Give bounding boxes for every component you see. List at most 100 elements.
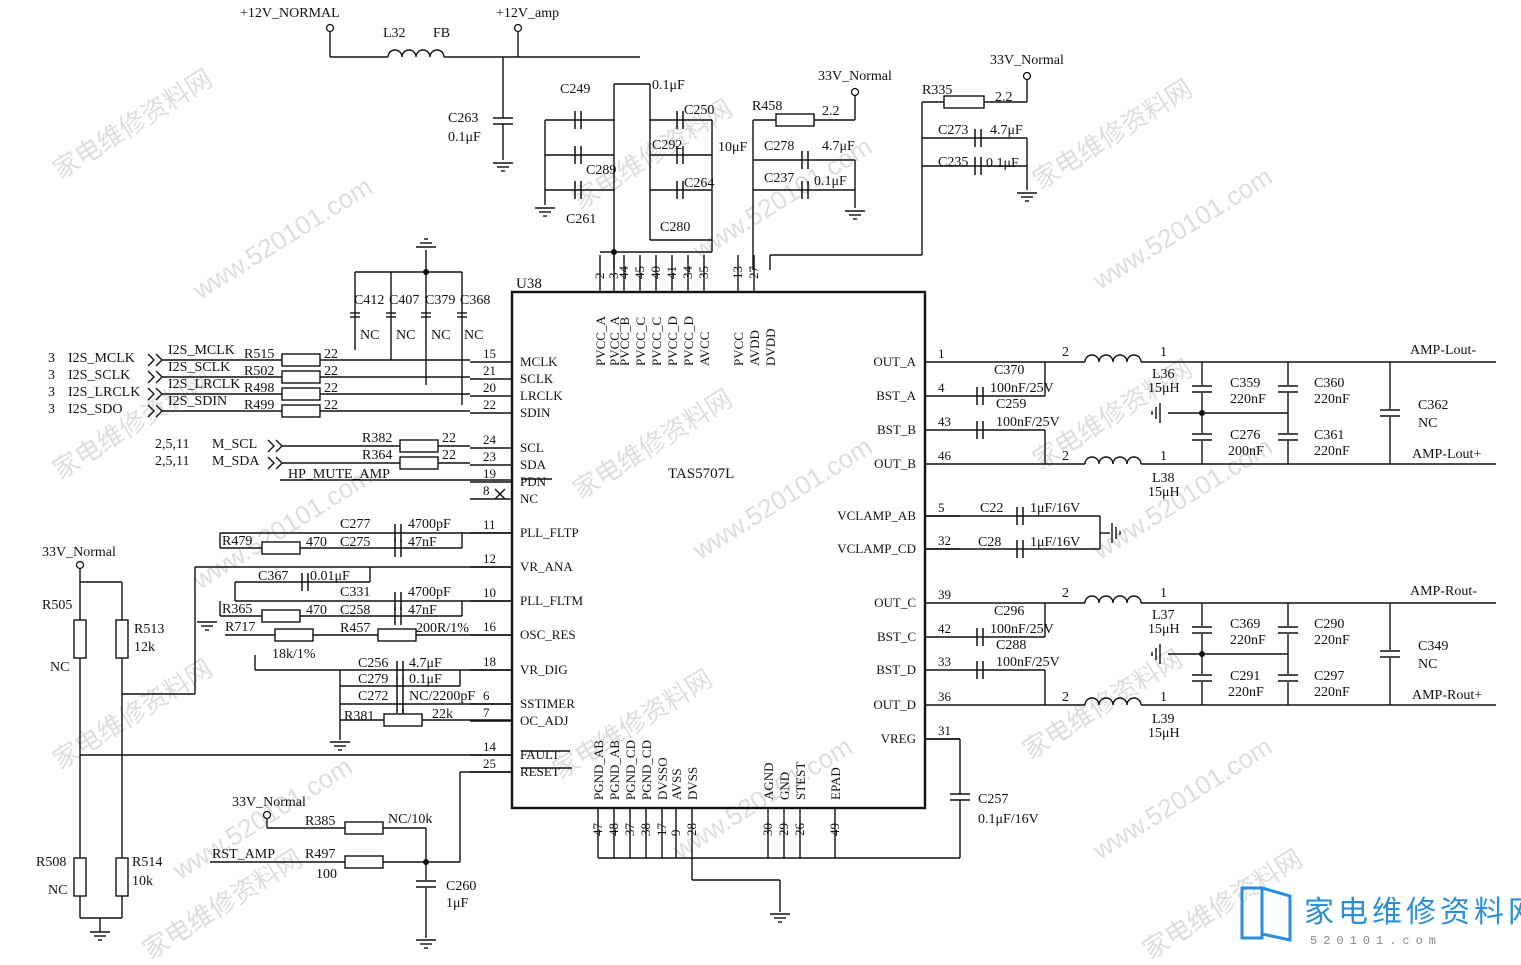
inductor-pin: 2 <box>1062 449 1069 464</box>
svg-text:4.7μF: 4.7μF <box>990 123 1023 138</box>
net-label: I2S_LRCLK <box>168 377 240 392</box>
svg-text:R479: R479 <box>222 534 252 549</box>
pin-name: OUT_A <box>873 354 916 369</box>
net-label: AMP-Rout+ <box>1412 688 1482 703</box>
pin-name: GND <box>777 772 792 800</box>
sheet-ref: 3 <box>48 385 55 400</box>
inductor-pin: 1 <box>1160 449 1167 464</box>
cap-value: 100nF/25V <box>990 622 1054 637</box>
pin-name: LRCLK <box>520 388 563 403</box>
pin-name: PVCC <box>731 332 746 366</box>
svg-text:家电维修资料网: 家电维修资料网 <box>47 63 217 185</box>
svg-text:C256: C256 <box>358 656 388 671</box>
cap-ref: C369 <box>1230 617 1260 632</box>
svg-text:家电维修资料网: 家电维修资料网 <box>1027 73 1197 195</box>
pin-number: 14 <box>483 739 497 754</box>
svg-text:10k: 10k <box>132 874 153 889</box>
svg-text:200R/1%: 200R/1% <box>416 621 469 636</box>
net-label: M_SDA <box>212 454 260 469</box>
svg-text:C277: C277 <box>340 517 370 532</box>
svg-text:C258: C258 <box>340 603 370 618</box>
site-logo: 家电维修资料网 520101.com <box>1240 886 1521 948</box>
pin-name: STEST <box>793 762 808 800</box>
svg-text:C235: C235 <box>938 155 968 170</box>
net-label: I2S_MCLK <box>68 351 135 366</box>
pin-name: VCLAMP_AB <box>837 508 916 523</box>
resistor-value: 22 <box>442 448 456 463</box>
pin-number: 48 <box>606 823 621 836</box>
pin-number: 43 <box>938 414 951 429</box>
svg-text:C278: C278 <box>764 139 794 154</box>
svg-text:C289: C289 <box>586 163 616 178</box>
resistor-value: 22 <box>324 381 338 396</box>
svg-text:R385: R385 <box>305 814 335 829</box>
sheet-ref: 3 <box>48 351 55 366</box>
inductor-value: 15μH <box>1148 381 1180 396</box>
pin-name: OC_ADJ <box>520 713 568 728</box>
svg-text:0.1μF/16V: 0.1μF/16V <box>978 812 1039 827</box>
chip-right-pins: 1OUT_A4BST_A43BST_B46OUT_B5VCLAMP_AB32VC… <box>837 346 960 746</box>
pin-name: OUT_C <box>874 595 916 610</box>
cap-value: 100nF/25V <box>996 415 1060 430</box>
svg-text:0.1μF: 0.1μF <box>409 672 442 687</box>
svg-text:C249: C249 <box>560 82 590 97</box>
svg-text:0.01μF: 0.01μF <box>310 569 350 584</box>
svg-text:C237: C237 <box>764 171 794 186</box>
svg-text:R365: R365 <box>222 602 252 617</box>
pin-name: PVCC_C <box>649 317 664 366</box>
chip-body <box>510 290 927 810</box>
pin-number: 17 <box>654 823 669 837</box>
pin-name: VCLAMP_CD <box>837 541 916 556</box>
cap-value: 200nF <box>1228 444 1264 459</box>
inductor-pin: 2 <box>1062 345 1069 360</box>
svg-text:C368: C368 <box>460 293 490 308</box>
cap-ref: C359 <box>1230 376 1260 391</box>
fault-divider: 33V_Normal R505 NC R508 NC R513 12k R514… <box>36 545 512 941</box>
pin-number: 24 <box>483 432 497 447</box>
net-label: I2S_SCLK <box>68 368 130 383</box>
pin-name: SDIN <box>520 405 551 420</box>
svg-text:R717: R717 <box>225 620 255 635</box>
cap-ref: C259 <box>996 397 1026 412</box>
svg-text:C331: C331 <box>340 585 370 600</box>
svg-text:2.2: 2.2 <box>995 90 1013 105</box>
pin-name: PVCC_B <box>617 317 632 366</box>
pin-number: 20 <box>483 380 496 395</box>
chip-part: TAS5707L <box>668 466 734 482</box>
resistor-value: 22 <box>324 398 338 413</box>
pin-name: BST_D <box>876 662 916 677</box>
pin-number: 1 <box>938 346 945 361</box>
svg-text:4700pF: 4700pF <box>408 517 451 532</box>
svg-text:C272: C272 <box>358 689 388 704</box>
cap-value: 220nF <box>1314 633 1350 648</box>
svg-text:R497: R497 <box>305 847 335 862</box>
net-label: I2S_SDIN <box>168 394 227 409</box>
svg-text:100: 100 <box>316 867 337 882</box>
pin-number: 23 <box>483 449 496 464</box>
pin-number: 26 <box>792 823 807 837</box>
cap-value: 100nF/25V <box>990 381 1054 396</box>
pin-number: 34 <box>680 266 695 280</box>
svg-text:33V_Normal: 33V_Normal <box>232 795 306 810</box>
resistor-ref: R515 <box>244 347 274 362</box>
svg-text:R381: R381 <box>344 709 374 724</box>
pin-number: 27 <box>746 266 761 280</box>
rail-12v-amp: +12V_amp <box>496 6 559 21</box>
svg-text:C292: C292 <box>652 138 682 153</box>
cap-value: 220nF <box>1228 685 1264 700</box>
cap-value: 220nF <box>1314 444 1350 459</box>
pin-name: VR_DIG <box>520 662 568 677</box>
pll-network: C277 4700pF R479 470 C275 47nF C367 0.01… <box>194 517 512 751</box>
pin-number: 33 <box>938 654 951 669</box>
svg-text:33V_Normal: 33V_Normal <box>42 545 116 560</box>
inductor-pin: 2 <box>1062 690 1069 705</box>
svg-text:家电维修资料网: 家电维修资料网 <box>1304 895 1521 930</box>
svg-text:33V_Normal: 33V_Normal <box>990 53 1064 68</box>
svg-text:10μF: 10μF <box>718 140 748 155</box>
pin-name: BST_C <box>877 629 916 644</box>
cap-ref: C297 <box>1314 669 1344 684</box>
svg-text:R457: R457 <box>340 621 370 636</box>
